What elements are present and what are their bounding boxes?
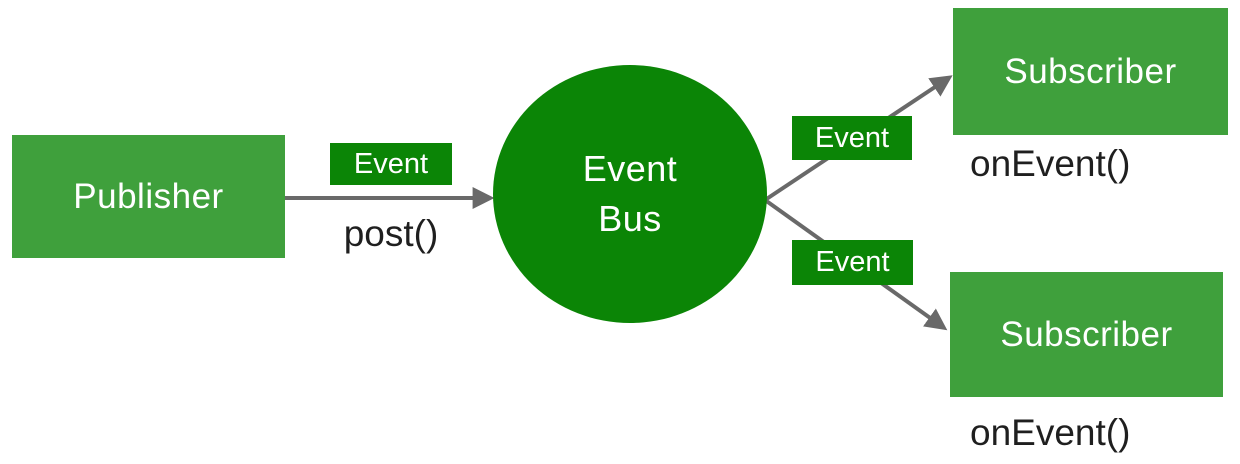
subscriber-top-node: Subscriber (953, 8, 1228, 135)
subscriber-top-label: Subscriber (1004, 51, 1177, 91)
event-bus-node: Event Bus (493, 65, 767, 323)
event-badge-publish-label: Event (353, 147, 429, 180)
event-badge-publish: Event (330, 143, 452, 185)
event-bus-label-line2: Bus (598, 198, 662, 239)
post-method-label: post() (343, 213, 439, 254)
subscriber-bottom-label: Subscriber (1000, 314, 1173, 354)
event-badge-deliver-top: Event (792, 116, 912, 160)
onevent-bottom-method-label: onEvent() (970, 412, 1131, 453)
event-badge-deliver-top-label: Event (814, 121, 890, 154)
onevent-top-method-label: onEvent() (970, 143, 1131, 184)
event-badge-deliver-bottom-label: Event (815, 246, 890, 278)
publisher-label: Publisher (73, 176, 224, 216)
subscriber-bottom-node: Subscriber (950, 272, 1223, 397)
publisher-node: Publisher (12, 135, 285, 258)
event-badge-deliver-bottom: Event (792, 240, 913, 285)
event-bus-label-line1: Event (582, 148, 678, 190)
